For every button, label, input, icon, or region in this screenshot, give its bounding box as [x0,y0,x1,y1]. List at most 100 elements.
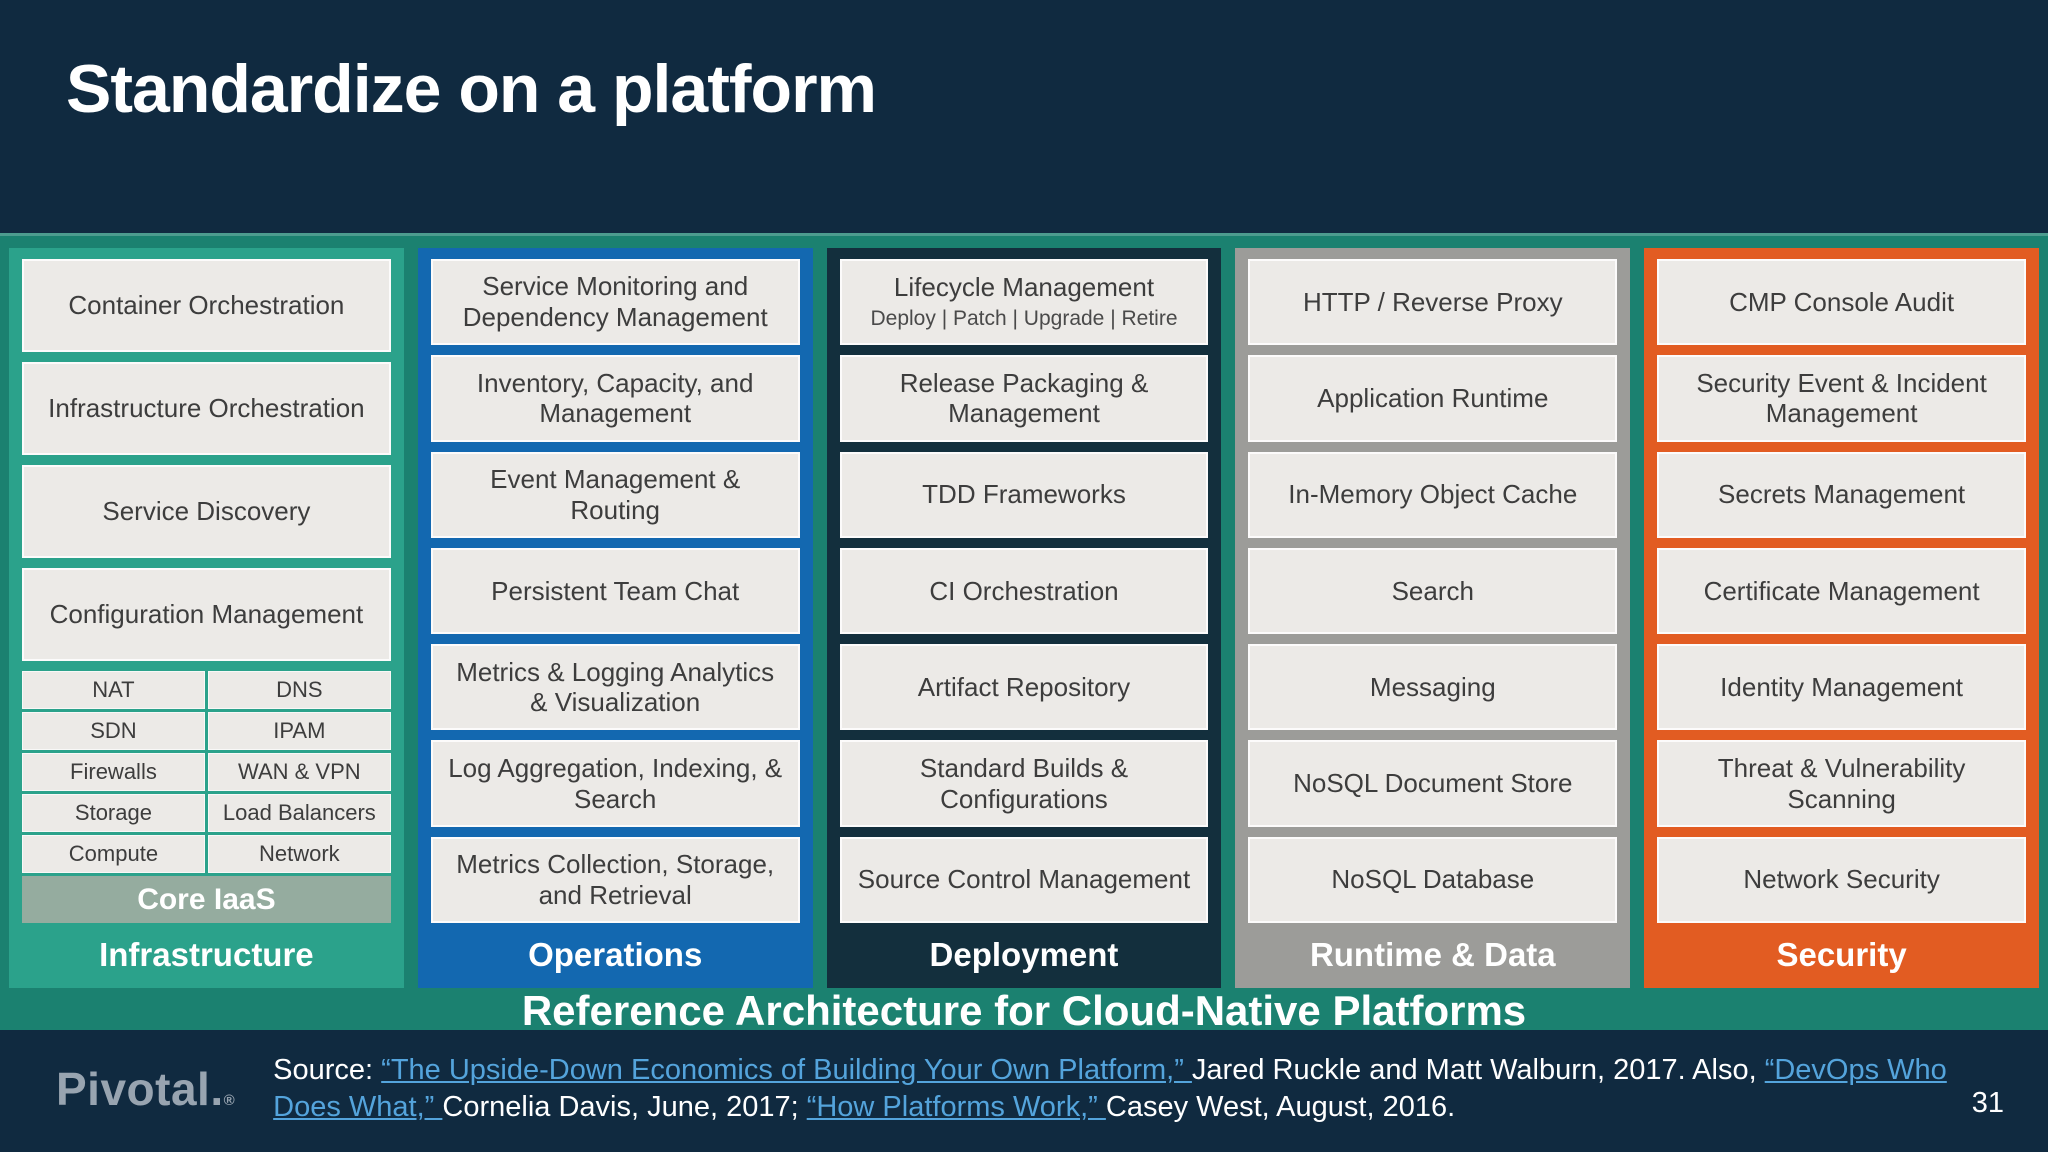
source-link[interactable]: “The Upside-Down Economics of Building Y… [381,1054,1192,1086]
arch-cell-security-event-incident-management: Security Event & Incident Management [1657,355,2026,442]
arch-cell-title: Persistent Team Chat [491,575,740,606]
arch-cell-title: CMP Console Audit [1729,286,1955,317]
column-label-operations: Operations [528,935,703,973]
page-number: 31 [1971,1087,2004,1119]
arch-cell-http-reverse-proxy: HTTP / Reverse Proxy [1248,259,1618,346]
arch-cell-cmp-console-audit: CMP Console Audit [1657,259,2026,346]
iaas-cell-storage: Storage [22,794,205,832]
arch-cell-nosql-document-store: NoSQL Document Store [1248,740,1618,827]
arch-cell-secrets-management: Secrets Management [1657,451,2026,538]
arch-cell-ci-orchestration: CI Orchestration [839,547,1209,635]
arch-cell-title: Network Security [1743,864,1940,895]
arch-cell-configuration-management: Configuration Management [22,568,391,661]
column-label-security: Security [1776,935,1907,973]
arch-cell-title: Event Management & Routing [490,464,741,525]
column-label-runtime-data: Runtime & Data [1309,935,1556,973]
arch-cell-title: Search [1391,575,1474,606]
arch-cell-application-runtime: Application Runtime [1248,355,1618,442]
slide-header: Standardize on a platform [0,0,2048,233]
arch-cell-title: NoSQL Document Store [1293,768,1573,799]
arch-cell-certificate-management: Certificate Management [1657,547,2026,635]
source-segment: Source: [273,1054,382,1086]
arch-cell-metrics-logging-analytics-visualization: Metrics & Logging Analytics & Visualizat… [430,644,800,731]
arch-cell-network-security: Network Security [1657,836,2026,923]
arch-cell-subtitle: Deploy | Patch | Upgrade | Retire [870,307,1178,331]
source-link[interactable]: “How Platforms Work,” [806,1091,1106,1123]
slide-footer: Pivotal.® Source: “The Upside-Down Econo… [0,1030,2048,1152]
arch-cell-source-control-management: Source Control Management [839,836,1209,923]
arch-cell-title: Standard Builds & Configurations [919,752,1129,814]
source-segment: Cornelia Davis, June, 2017; [442,1091,807,1123]
arch-cell-log-aggregation-indexing-search: Log Aggregation, Indexing, & Search [430,740,800,827]
arch-cell-title: CI Orchestration [929,575,1119,606]
arch-cell-title: In-Memory Object Cache [1288,479,1578,510]
arch-cell-title: Metrics Collection, Storage, and Retriev… [456,849,775,910]
arch-cell-in-memory-object-cache: In-Memory Object Cache [1248,451,1618,538]
column-label-deployment: Deployment [929,935,1119,973]
iaas-cell-wan-vpn: WAN & VPN [207,753,391,791]
iaas-cell-network: Network [207,835,391,873]
arch-cell-nosql-database: NoSQL Database [1248,836,1618,923]
column-label-infrastructure: Infrastructure [99,936,314,973]
arch-cell-title: Threat & Vulnerability Scanning [1717,752,1966,814]
iaas-cell-sdn: SDN [22,712,205,750]
arch-cell-search: Search [1248,547,1618,635]
arch-cell-infrastructure-orchestration: Infrastructure Orchestration [22,362,391,455]
arch-cell-inventory-capacity-and-management: Inventory, Capacity, and Management [430,355,800,442]
arch-cell-title: Certificate Management [1703,575,1980,606]
arch-cell-title: NoSQL Database [1331,864,1535,895]
arch-cell-release-packaging-management: Release Packaging & Management [839,355,1209,442]
source-link[interactable]: “DevOps Who Does What,” [273,1054,1947,1123]
arch-cell-title: Messaging [1369,671,1496,702]
source-segment: Casey West, August, 2016. [1105,1091,1456,1123]
iaas-cell-load-balancers: Load Balancers [207,794,391,832]
arch-cell-title: HTTP / Reverse Proxy [1302,286,1563,317]
arch-cell-title: Service Discovery [102,496,311,527]
arch-cell-title: Container Orchestration [68,290,345,321]
arch-cell-service-monitoring-and-dependency-management: Service Monitoring and Dependency Manage… [430,259,800,346]
iaas-cell-ipam: IPAM [207,712,391,750]
arch-cell-title: Release Packaging & Management [899,367,1149,429]
arch-cell-title: Log Aggregation, Indexing, & Search [448,752,783,814]
arch-cell-persistent-team-chat: Persistent Team Chat [430,547,800,635]
arch-cell-title: Identity Management [1720,671,1963,702]
arch-cell-event-management-routing: Event Management & Routing [430,451,800,538]
arch-cell-standard-builds-configurations: Standard Builds & Configurations [839,740,1209,827]
arch-cell-title: Service Monitoring and Dependency Manage… [462,271,768,333]
arch-cell-title: Application Runtime [1317,383,1549,414]
iaas-cell-compute: Compute [22,835,205,873]
arch-cell-title: Secrets Management [1718,479,1966,510]
arch-cell-tdd-frameworks: TDD Frameworks [839,451,1209,538]
arch-cell-artifact-repository: Artifact Repository [839,644,1209,731]
iaas-cell-nat: NAT [22,671,205,709]
arch-cell-title: Metrics & Logging Analytics & Visualizat… [456,656,775,718]
arch-cell-title: TDD Frameworks [922,479,1126,510]
arch-cell-title: Source Control Management [857,864,1191,895]
page-title: Standardize on a platform [66,51,877,127]
source-text: Source: “The Upside-Down Economics of Bu… [273,1052,1953,1126]
pivotal-logo: Pivotal.® [56,1062,235,1116]
arch-cell-threat-vulnerability-scanning: Threat & Vulnerability Scanning [1657,740,2026,827]
iaas-cell-dns: DNS [207,671,391,709]
source-segment: Jared Ruckle and Matt Walburn, 2017. Als… [1191,1054,1765,1086]
core-iaas-label: Core IaaS [22,876,391,923]
column-operations: Service Monitoring and Dependency Manage… [417,248,813,988]
arch-cell-title: Infrastructure Orchestration [48,393,365,424]
arch-cell-title: Artifact Repository [917,671,1131,702]
arch-cell-messaging: Messaging [1248,644,1618,731]
logo-text: Pivotal. [56,1063,224,1115]
arch-cell-title: Security Event & Incident Management [1696,367,1987,429]
arch-cell-title: Lifecycle Management [893,272,1155,303]
arch-cell-title: Inventory, Capacity, and Management [476,367,754,429]
arch-cell-service-discovery: Service Discovery [22,465,391,558]
arch-cell-metrics-collection-storage-and-retrieval: Metrics Collection, Storage, and Retriev… [430,836,800,923]
